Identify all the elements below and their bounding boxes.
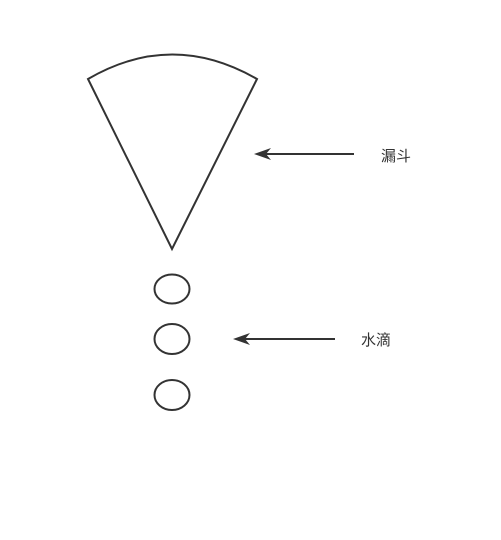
funnel-label: 漏斗 xyxy=(381,147,411,165)
droplet-2 xyxy=(153,323,191,355)
droplet-1 xyxy=(153,273,191,305)
droplet-label: 水滴 xyxy=(361,331,391,349)
funnel-arrowhead xyxy=(254,148,271,160)
droplet-3 xyxy=(153,379,191,411)
droplet-arrowhead xyxy=(233,333,250,345)
funnel-shape xyxy=(86,53,259,252)
